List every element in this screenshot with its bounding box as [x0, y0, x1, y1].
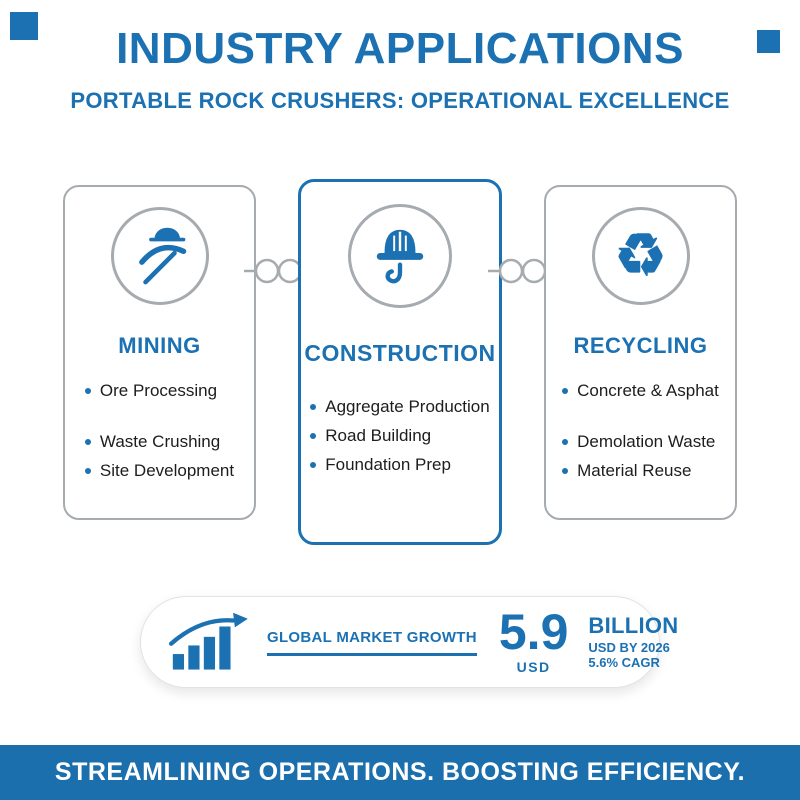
list-item-label: Demolation Waste — [577, 432, 716, 451]
bullet-dot — [562, 439, 569, 445]
list-item: Waste Crushing — [84, 432, 221, 452]
mining-icon-circle — [110, 207, 209, 305]
recycling-arrows-icon: ♻ — [614, 223, 667, 288]
page-title: INDUSTRY APPLICATIONS — [116, 24, 684, 73]
list-item: Demolation Waste — [562, 432, 715, 452]
list-item: Aggregate Production — [310, 397, 490, 417]
mining-items: Ore Processing Waste Crushing Site Devel… — [84, 381, 235, 481]
list-item: Road Building — [310, 426, 431, 446]
market-growth-pill: GLOBAL MARKET GROWTH 5.9 USD BILLION USD… — [140, 596, 678, 688]
card-construction: CONSTRUCTION Aggregate Production Road B… — [298, 179, 502, 545]
market-cagr-line: 5.6% CAGR — [588, 655, 660, 671]
list-item-label: Road Building — [325, 426, 432, 445]
bullet-dot — [310, 433, 317, 439]
bullet-dot — [562, 468, 569, 474]
bar-chart-growth-icon — [167, 611, 251, 673]
recycling-icon-circle: ♻ — [591, 207, 690, 305]
bullet-dot — [84, 388, 91, 394]
list-item: Site Development — [84, 461, 235, 481]
market-value-block: 5.9 USD — [498, 603, 569, 676]
list-item: Material Reuse — [562, 461, 691, 481]
list-item: Concrete & Asphat — [562, 381, 719, 401]
list-item: Ore Processing — [84, 381, 218, 401]
recycling-items: Concrete & Asphat Demolation Waste Mater… — [562, 381, 719, 481]
list-item: Foundation Prep — [310, 455, 451, 475]
market-currency: USD — [516, 659, 551, 676]
card-title-mining: MINING — [118, 333, 201, 358]
bullet-dot — [310, 404, 317, 410]
list-item-label: Foundation Prep — [325, 455, 451, 474]
list-item-label: Concrete & Asphat — [577, 381, 719, 400]
hardhat-crane-hook-icon — [369, 220, 431, 293]
list-item-label: Waste Crushing — [99, 432, 221, 451]
bullet-dot — [562, 388, 569, 394]
card-mining: MINING Ore Processing Waste Crushing Sit… — [63, 185, 256, 520]
bullet-dot — [84, 468, 91, 474]
construction-icon-circle — [348, 204, 452, 308]
growth-label: GLOBAL MARKET GROWTH — [267, 629, 477, 656]
market-value: 5.9 — [498, 603, 569, 660]
bullet-dot — [310, 462, 317, 468]
card-recycling: ♻ RECYCLING Concrete & Asphat Demolation… — [544, 185, 737, 520]
market-detail-block: BILLION USD BY 2026 5.6% CAGR — [588, 613, 678, 671]
list-item-label: Ore Processing — [99, 381, 218, 400]
market-unit: BILLION — [588, 613, 679, 639]
list-item-label: Material Reuse — [577, 461, 692, 480]
card-title-recycling: RECYCLING — [573, 333, 708, 358]
decor-square-top-right — [757, 30, 780, 53]
market-by-line: USD BY 2026 — [588, 639, 670, 655]
list-item-label: Aggregate Production — [325, 397, 490, 416]
bottom-banner: STREAMLINING OPERATIONS. BOOSTING EFFICI… — [0, 745, 800, 800]
bullet-dot — [84, 439, 91, 445]
list-item-label: Site Development — [99, 461, 235, 480]
pickaxe-hardhat-icon — [131, 222, 189, 291]
decor-square-top-left — [10, 12, 38, 40]
page-subtitle: PORTABLE ROCK CRUSHERS: OPERATIONAL EXCE… — [70, 88, 730, 113]
card-title-construction: CONSTRUCTION — [304, 340, 496, 366]
construction-items: Aggregate Production Road Building Found… — [310, 397, 490, 475]
banner-text: STREAMLINING OPERATIONS. BOOSTING EFFICI… — [54, 758, 746, 786]
